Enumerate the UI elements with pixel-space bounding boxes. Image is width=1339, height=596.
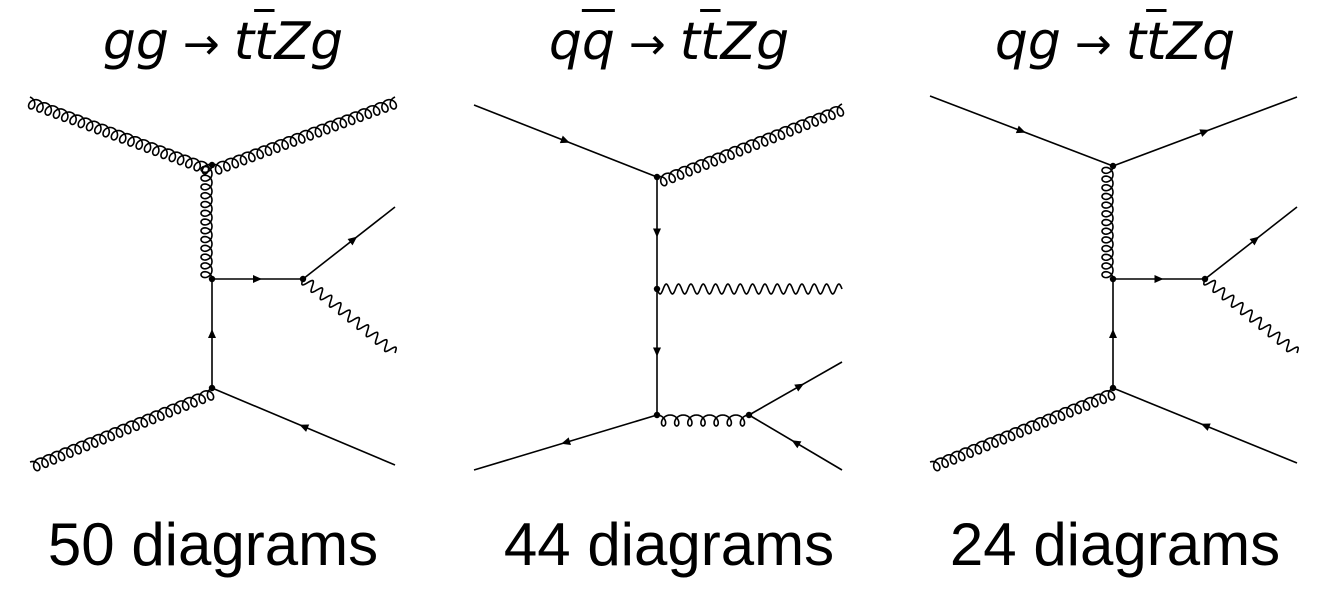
diagram-count: 44 diagrams	[503, 511, 835, 578]
gluon-line	[1101, 165, 1114, 280]
arrow-head	[347, 236, 358, 246]
gluon-line	[29, 387, 215, 472]
gluon-line	[27, 96, 213, 175]
gluon-line	[211, 96, 398, 175]
vertex-dot	[745, 411, 753, 419]
quark: q	[548, 12, 582, 72]
fermion-line	[302, 206, 396, 280]
fermion-line	[748, 361, 843, 416]
top-quark: t	[679, 12, 701, 72]
vertex-dot	[208, 384, 216, 392]
arrow-head	[1199, 129, 1210, 137]
final-state-rest: Zg	[274, 12, 344, 72]
gluon-line	[656, 103, 845, 187]
vertex-dot	[299, 275, 307, 283]
arrow-symbol: →	[628, 19, 666, 70]
arrow-head	[794, 383, 805, 392]
anti-top-quark: t	[700, 12, 721, 72]
z-boson-line	[1203, 278, 1299, 354]
initial-state: gg	[102, 12, 169, 72]
vertex-dot	[1109, 162, 1117, 170]
anti-top-quark: t	[1146, 12, 1167, 72]
final-state-rest: Zq	[1166, 12, 1236, 72]
arrow-head	[208, 329, 216, 338]
vertex-dot	[653, 411, 661, 419]
arrow-head	[653, 347, 661, 357]
arrow-head	[1249, 236, 1260, 246]
vertex-dot	[1109, 275, 1117, 283]
gluon-line	[200, 164, 213, 280]
feynman-diagram-qg	[929, 95, 1299, 472]
vertex-dot	[208, 275, 216, 283]
z-boson-line	[656, 283, 843, 295]
arrow-head	[299, 424, 310, 432]
process-title: qq→ttZg	[446, 6, 892, 81]
arrow-head	[1154, 275, 1164, 283]
arrow-symbol: →	[182, 19, 220, 70]
final-state-rest: Zg	[720, 12, 790, 72]
top-quark: t	[1125, 12, 1147, 72]
panel-qg: qg→ttZq 24 diagrams	[892, 0, 1338, 596]
panel-qqbar: qq→ttZg 44 diagrams	[446, 0, 892, 596]
arrow-head	[561, 437, 571, 446]
gluon-line	[656, 414, 750, 427]
arrow-head	[791, 440, 802, 449]
fermion-line	[1204, 206, 1298, 280]
arrow-head	[1015, 125, 1026, 134]
anti-top-quark: t	[254, 12, 275, 72]
arrow-head	[1200, 423, 1211, 431]
vertex-dot	[653, 285, 661, 293]
gluon-line	[929, 387, 1116, 472]
arrow-head	[253, 275, 262, 283]
arrow-symbol: →	[1074, 19, 1112, 70]
vertex-dot	[208, 161, 216, 169]
anti-quark: q	[581, 12, 615, 72]
panel-gg: gg→ttZg 50 diagrams	[0, 0, 446, 596]
arrow-head	[559, 135, 570, 144]
feynman-diagram-gg	[27, 96, 398, 472]
arrow-head	[653, 228, 661, 238]
process-title: gg→ttZg	[0, 6, 446, 81]
top-quark: t	[233, 12, 255, 72]
feynman-diagram-qqbar	[473, 103, 845, 471]
arrow-head	[1109, 329, 1117, 338]
diagram-count: 24 diagrams	[949, 511, 1281, 578]
vertex-dot	[1201, 275, 1209, 283]
initial-state: qg	[994, 12, 1061, 72]
vertex-dot	[1109, 384, 1117, 392]
diagram-count: 50 diagrams	[47, 511, 379, 578]
vertex-dot	[653, 173, 661, 181]
z-boson-line	[301, 278, 397, 354]
process-title: qg→ttZq	[892, 6, 1338, 81]
